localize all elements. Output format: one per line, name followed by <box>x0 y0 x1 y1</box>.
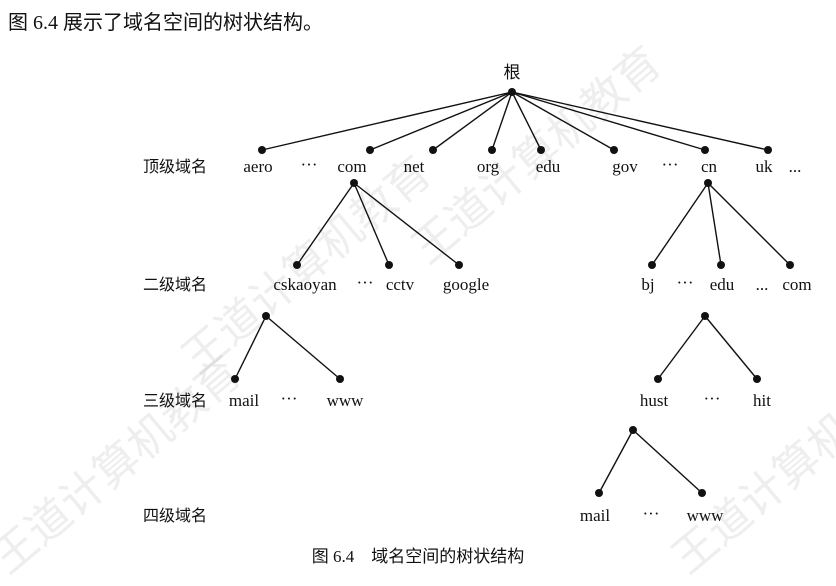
tree-labels: 根 顶级域名 二级域名 三级域名 四级域名 aero ··· com net o… <box>143 63 812 525</box>
tree-node-bj <box>648 261 656 269</box>
tree-edge-root-uk <box>511 91 769 151</box>
tree-edge-sldedu-hit <box>704 315 758 380</box>
tld-ellipsis-2: ··· <box>662 155 679 174</box>
tree-node-cctv <box>385 261 393 269</box>
third-ellipsis-1: ··· <box>281 389 298 408</box>
tree-edge-hustdot-www2 <box>632 429 703 494</box>
tree-edge-root-gov <box>511 91 615 151</box>
tree-edge-root-edu <box>511 91 542 151</box>
tree-edge-sldcsk-www1 <box>265 315 341 380</box>
tree-nodes <box>231 88 794 497</box>
tld-uk: uk <box>756 157 774 176</box>
fourth-www: www <box>687 506 725 525</box>
tree-edge-root-aero <box>261 91 513 151</box>
tree-node-sldedu <box>701 312 709 320</box>
tree-node-aero <box>258 146 266 154</box>
tree-node-hit <box>753 375 761 383</box>
tree-edge-com-google <box>353 182 460 266</box>
sld-cskaoyan: cskaoyan <box>273 275 337 294</box>
tree-edge-root-org <box>491 91 513 151</box>
tree-node-uk <box>764 146 772 154</box>
tree-node-com-below <box>350 179 358 187</box>
tree-node-google <box>455 261 463 269</box>
level-label-third: 三级域名 <box>143 392 207 410</box>
tree-node-www2 <box>698 489 706 497</box>
sld-ellipsis-2: ··· <box>677 273 694 292</box>
sld-ellipsis-3: ... <box>756 275 769 294</box>
tree-edges <box>234 91 791 494</box>
root-label: 根 <box>504 63 521 82</box>
tree-node-cn-below <box>704 179 712 187</box>
figure-caption: 图 6.4 域名空间的树状结构 <box>311 547 525 566</box>
heading: 图 6.4 展示了域名空间的树状结构。 <box>8 12 323 34</box>
tree-edge-root-net <box>432 91 513 151</box>
tree-edge-sldcsk-mail1 <box>234 315 267 380</box>
tree-node-root <box>508 88 516 96</box>
tld-net: net <box>404 157 425 176</box>
tree-edge-sldedu-hust <box>657 315 706 380</box>
tree-node-cskaoyan <box>293 261 301 269</box>
third-www: www <box>327 391 365 410</box>
third-hit: hit <box>753 391 771 410</box>
tree-edge-root-cn <box>511 91 706 151</box>
tld-cn: cn <box>701 157 718 176</box>
tree-node-gov <box>610 146 618 154</box>
tree-node-www1 <box>336 375 344 383</box>
tld-org: org <box>477 157 500 176</box>
third-hust: hust <box>640 391 669 410</box>
tld-com: com <box>337 157 366 176</box>
tld-ellipsis-3: ... <box>789 157 802 176</box>
tree-edge-cn-bj <box>651 182 709 266</box>
tree-node-org <box>488 146 496 154</box>
level-label-second: 二级域名 <box>143 276 207 294</box>
tree-edge-com-cskaoyan <box>296 182 355 266</box>
sld-bj: bj <box>641 275 654 294</box>
sld-google: google <box>443 275 489 294</box>
third-ellipsis-2: ··· <box>704 389 721 408</box>
third-mail: mail <box>229 391 259 410</box>
tree-node-com <box>366 146 374 154</box>
sld-com: com <box>782 275 811 294</box>
tree-node-sldcsk <box>262 312 270 320</box>
tree-edge-cn-edu2 <box>707 182 722 266</box>
sld-ellipsis-1: ··· <box>357 273 374 292</box>
tld-gov: gov <box>612 157 638 176</box>
tree-node-edu <box>537 146 545 154</box>
tree-node-mail2 <box>595 489 603 497</box>
tree-node-hustdot <box>629 426 637 434</box>
tree-node-mail1 <box>231 375 239 383</box>
tld-edu: edu <box>536 157 561 176</box>
tree-node-com2 <box>786 261 794 269</box>
tree-node-hust <box>654 375 662 383</box>
tree-edge-cn-com2 <box>707 182 791 266</box>
sld-cctv: cctv <box>386 275 415 294</box>
level-label-fourth: 四级域名 <box>143 507 207 525</box>
sld-edu: edu <box>710 275 735 294</box>
tree-edge-com-cctv <box>353 182 390 266</box>
tree-node-net <box>429 146 437 154</box>
level-label-top: 顶级域名 <box>143 158 207 176</box>
tree-edge-hustdot-mail2 <box>598 429 634 494</box>
tree-edge-root-com <box>369 91 513 151</box>
tree-node-edu2 <box>717 261 725 269</box>
tld-aero: aero <box>243 157 272 176</box>
tld-ellipsis-1: ··· <box>301 155 318 174</box>
tree-node-cn <box>701 146 709 154</box>
fourth-mail: mail <box>580 506 610 525</box>
fourth-ellipsis: ··· <box>643 504 660 523</box>
